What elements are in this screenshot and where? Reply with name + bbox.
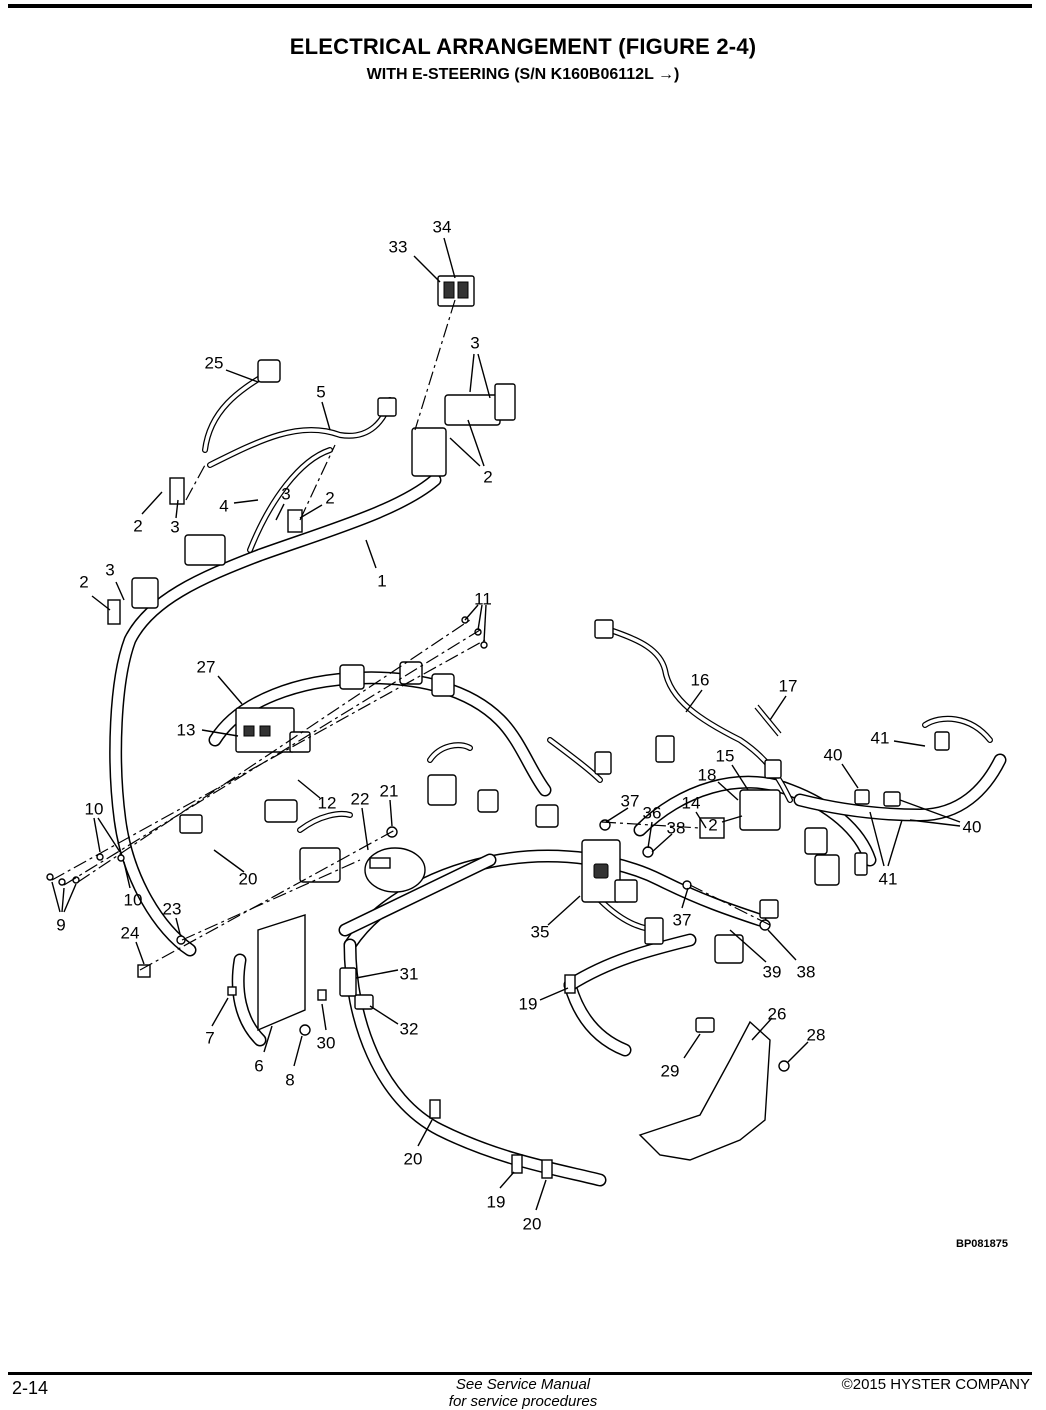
figure-id: BP081875: [956, 1238, 1008, 1250]
bottom-rule: [8, 1372, 1032, 1375]
callout-2: 2: [708, 815, 717, 834]
callout-1: 1: [377, 571, 386, 590]
callout-40: 40: [824, 745, 843, 764]
callout-3: 3: [105, 560, 114, 579]
callout-13: 13: [177, 720, 196, 739]
callout-32: 32: [400, 1019, 419, 1038]
callout-5: 5: [316, 382, 325, 401]
callout-6: 6: [254, 1056, 263, 1075]
callout-38: 38: [667, 818, 686, 837]
page-title: ELECTRICAL ARRANGEMENT (FIGURE 2-4): [289, 34, 757, 59]
callout-4: 4: [219, 496, 228, 515]
callout-12: 12: [318, 793, 337, 812]
callout-41: 41: [879, 869, 898, 888]
callout-40: 40: [963, 817, 982, 836]
callout-24: 24: [121, 923, 140, 942]
callout-9: 9: [56, 915, 65, 934]
callout-14: 14: [682, 793, 701, 812]
callout-37: 37: [673, 910, 692, 929]
callout-3: 3: [470, 333, 479, 352]
callout-15: 15: [716, 746, 735, 765]
callout-29: 29: [661, 1061, 680, 1080]
callout-2: 2: [133, 516, 142, 535]
leader-lines: [51, 237, 961, 1211]
callout-3: 3: [170, 517, 179, 536]
callout-8: 8: [285, 1070, 294, 1089]
callout-38: 38: [797, 962, 816, 981]
callout-41: 41: [871, 728, 890, 747]
callout-20: 20: [523, 1214, 542, 1233]
callout-28: 28: [807, 1025, 826, 1044]
callout-34: 34: [433, 217, 452, 236]
callout-39: 39: [763, 962, 782, 981]
callout-19: 19: [519, 994, 538, 1013]
page-number: 2-14: [12, 1378, 49, 1398]
callout-22: 22: [351, 789, 370, 808]
callout-27: 27: [197, 657, 216, 676]
callout-7: 7: [205, 1028, 214, 1047]
callout-2: 2: [325, 488, 334, 507]
callout-18: 18: [698, 765, 717, 784]
callout-17: 17: [779, 676, 798, 695]
callout-20: 20: [404, 1149, 423, 1168]
callout-20: 20: [239, 869, 258, 888]
main-harness: [109, 473, 1007, 1187]
footer-note: See Service Manual: [455, 1376, 591, 1393]
callout-35: 35: [531, 922, 550, 941]
page-subtitle: WITH E-STEERING (S/N K160B06112L →): [366, 66, 680, 83]
connectors: [46, 275, 950, 1179]
callout-30: 30: [317, 1033, 336, 1052]
footer-note-2: for service procedures: [448, 1393, 598, 1410]
assembly-lines: [51, 299, 771, 971]
callout-31: 31: [400, 964, 419, 983]
callout-2: 2: [483, 467, 492, 486]
callout-11: 11: [474, 589, 492, 608]
callout-26: 26: [768, 1004, 787, 1023]
callout-37: 37: [621, 791, 640, 810]
callout-3: 3: [281, 484, 290, 503]
callout-16: 16: [691, 670, 710, 689]
callout-10: 10: [124, 890, 143, 909]
callout-10: 10: [85, 799, 104, 818]
callout-21: 21: [380, 781, 399, 800]
top-rule: [8, 4, 1032, 8]
copyright: ©2015 HYSTER COMPANY: [841, 1376, 1030, 1393]
electrical-arrangement-diagram: 3433325524322313211271617134140151821221…: [46, 217, 1007, 1233]
callout-23: 23: [163, 899, 182, 918]
callout-19: 19: [487, 1192, 506, 1211]
callout-36: 36: [643, 803, 662, 822]
callout-2: 2: [79, 572, 88, 591]
callout-25: 25: [205, 353, 224, 372]
callout-33: 33: [389, 237, 408, 256]
